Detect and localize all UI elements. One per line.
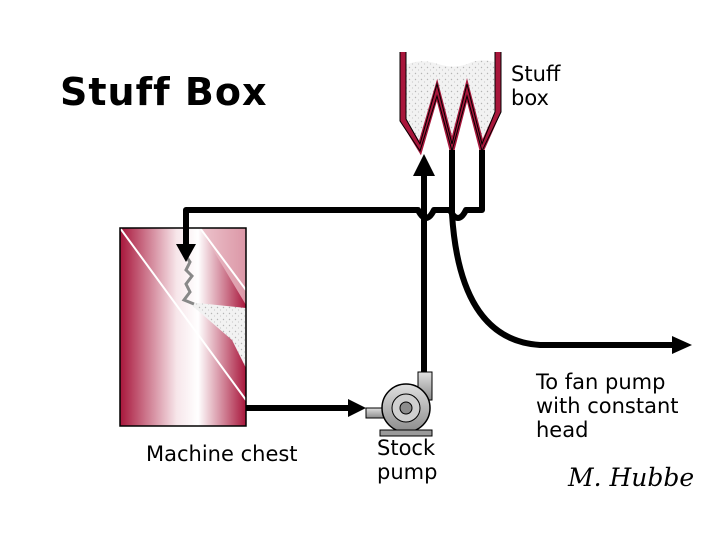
machine-chest	[119, 227, 247, 427]
arrow-into-chest	[176, 244, 196, 262]
page-title: Stuff Box	[60, 70, 268, 114]
stuff-box-label: Stuff box	[511, 62, 561, 110]
arrow-up-riser	[413, 154, 435, 176]
machine-chest-label: Machine chest	[146, 442, 298, 466]
arrow-into-pump	[348, 399, 366, 417]
stock-pump-label: Stock pump	[377, 436, 438, 484]
arrow-to-fan-pump	[672, 336, 692, 354]
author-credit: M. Hubbe	[568, 463, 695, 492]
pipe-network	[183, 150, 676, 411]
fan-pump-label: To fan pump with constant head	[536, 370, 679, 442]
stock-pump	[365, 371, 433, 437]
stuff-box-vessel	[399, 52, 502, 160]
flow-arrows	[176, 154, 692, 417]
